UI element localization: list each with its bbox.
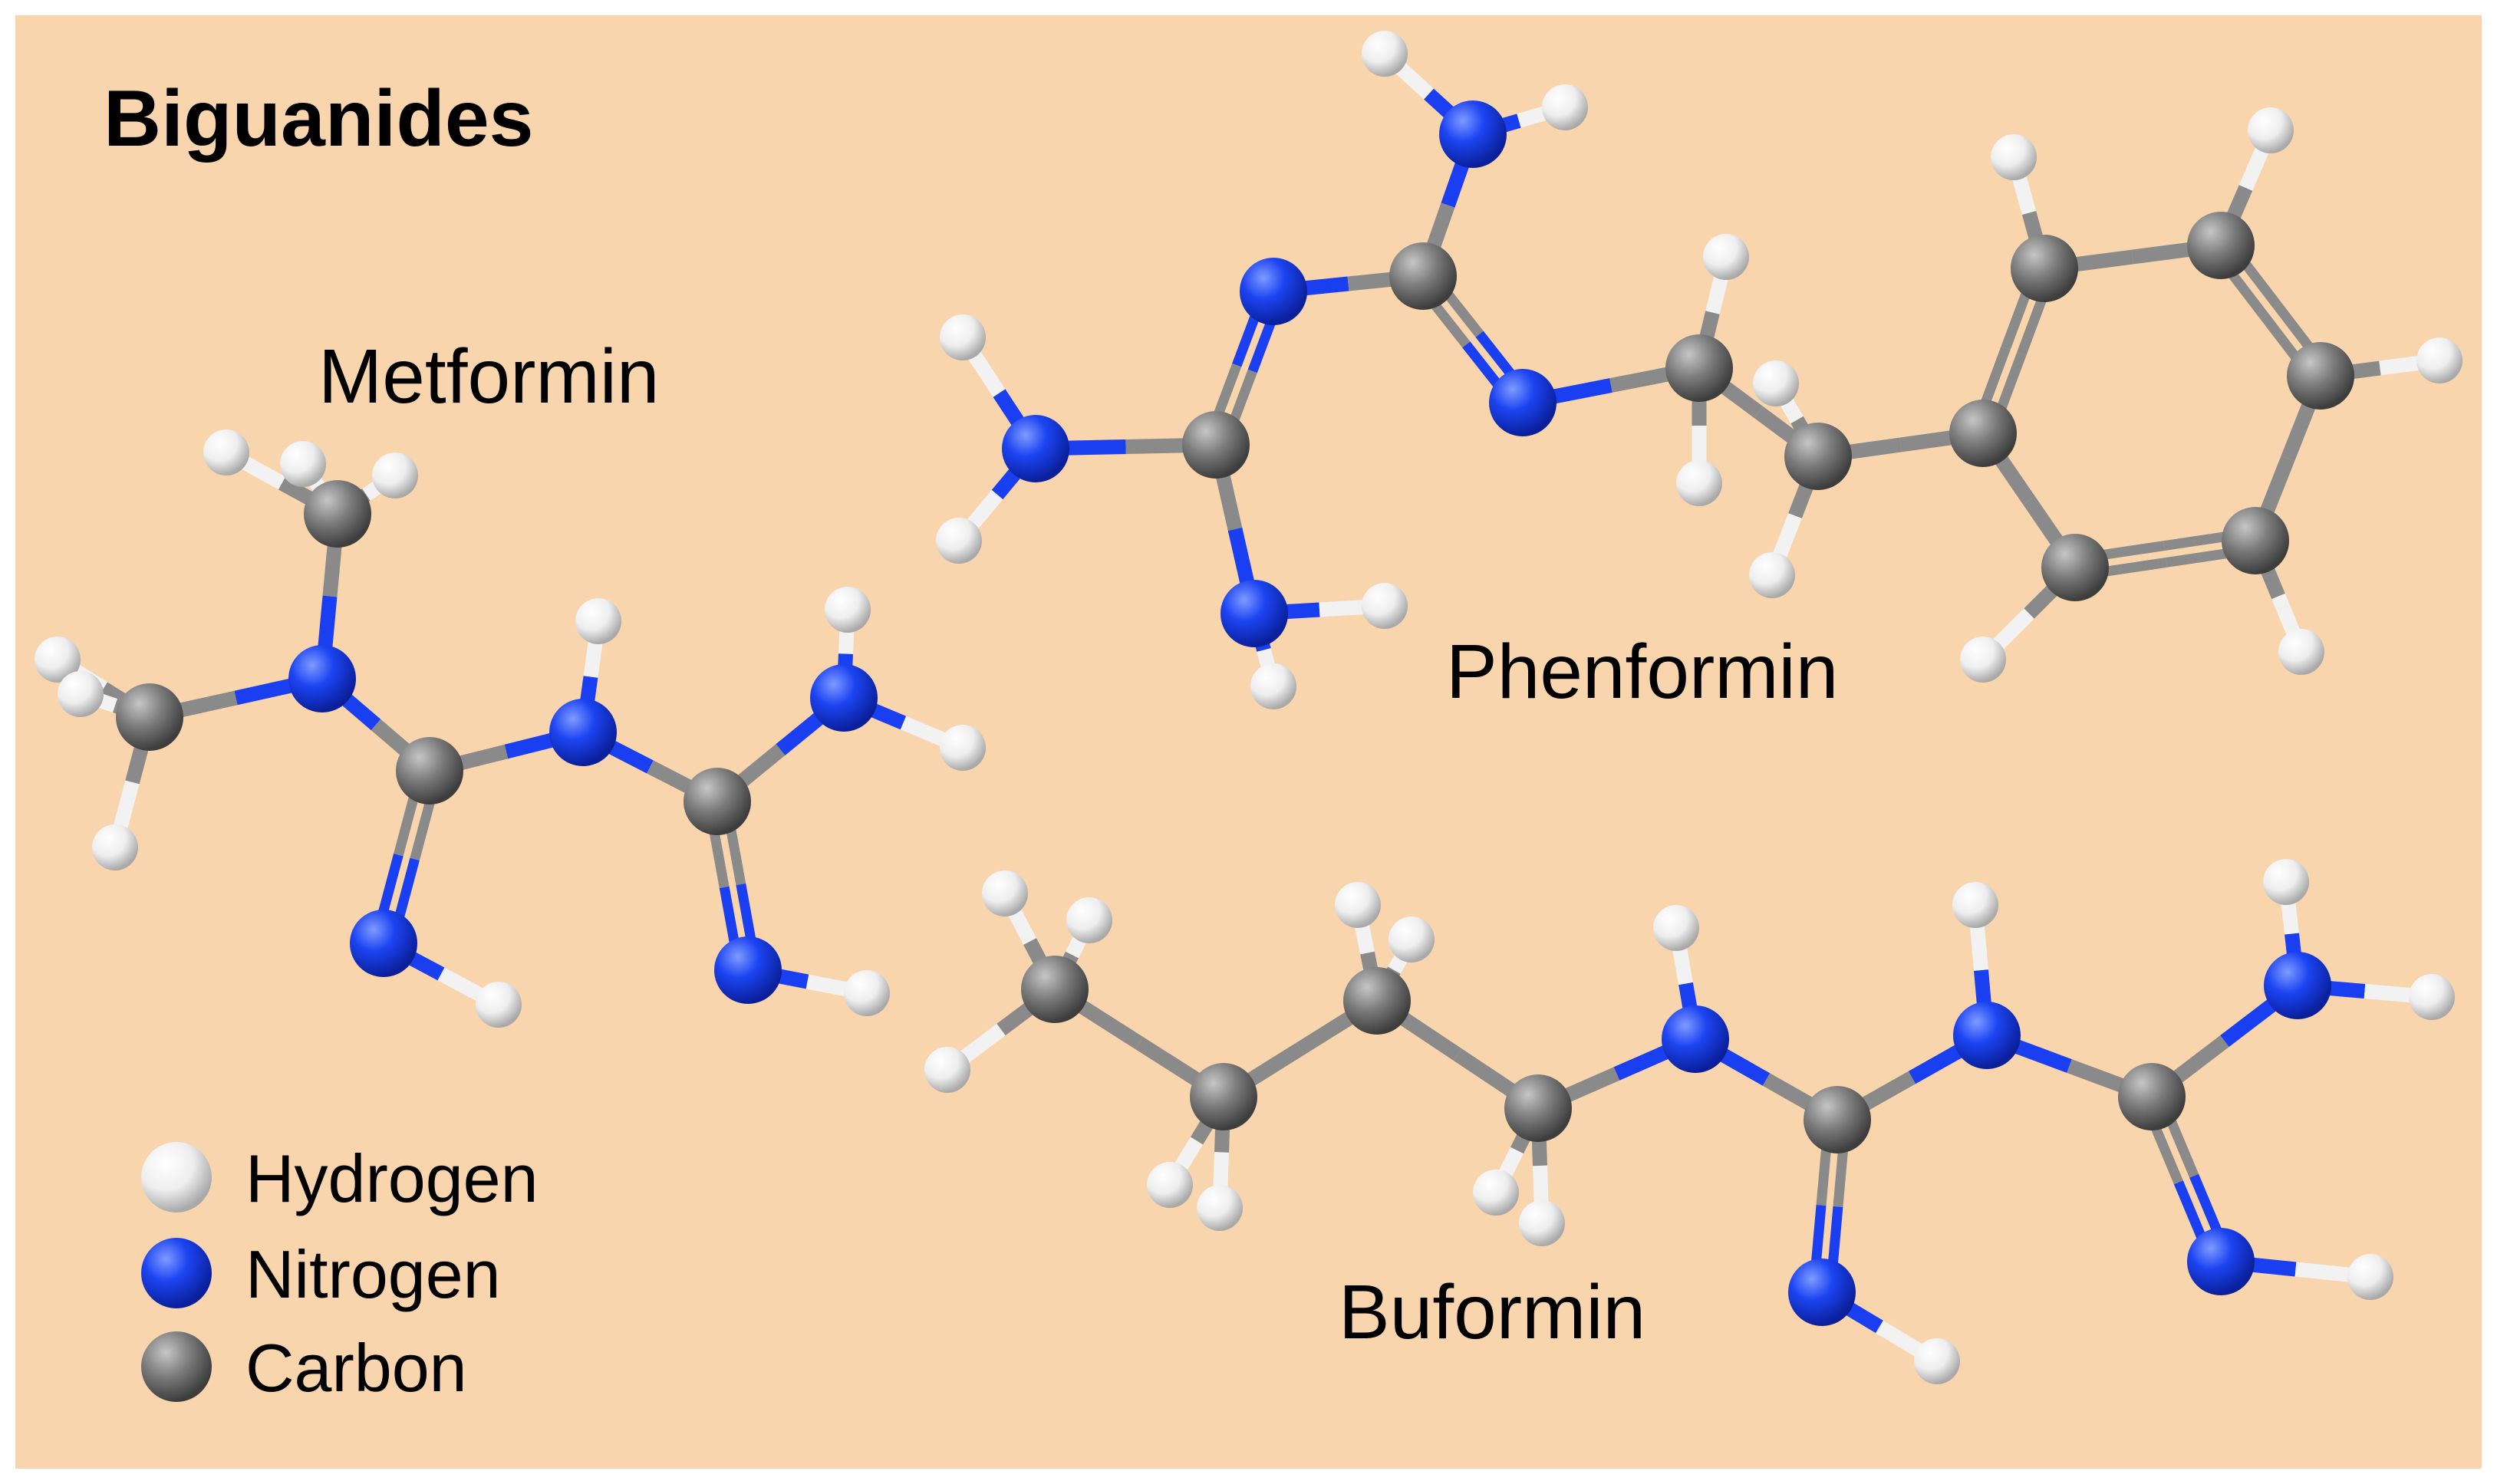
hydrogen-atom [2248, 107, 2294, 153]
hydrogen-atom [1147, 1162, 1193, 1208]
hydrogen-atom [280, 441, 326, 487]
hydrogen-atom [1250, 663, 1296, 709]
hydrogen-atom [203, 429, 249, 475]
hydrogen-atom [1753, 360, 1799, 406]
phenformin-atoms [936, 31, 2462, 709]
metformin-atoms [35, 429, 986, 1028]
nitrogen-atom [549, 699, 617, 766]
hydrogen-atom [2409, 974, 2455, 1020]
hydrogen-atom [1914, 1338, 1960, 1384]
diagram-title: Biguanides [104, 74, 534, 163]
hydrogen-atom [844, 970, 890, 1016]
carbon-atom [396, 737, 463, 805]
nitrogen-atom [1220, 580, 1288, 647]
hydrogen-atom [372, 452, 418, 499]
hydrogen-atom [1197, 1185, 1243, 1231]
nitrogen-atom [714, 936, 782, 1004]
carbon-atom [2041, 534, 2109, 601]
hydrogen-atom [1519, 1200, 1565, 1246]
hydrogen-atom [1653, 905, 1699, 951]
molecule-name-phenformin: Phenformin [1446, 629, 1838, 715]
hydrogen-atom [1960, 637, 2006, 683]
legend-hydrogen-swatch [141, 1142, 212, 1213]
carbon-atom [304, 480, 371, 548]
carbon-atom [1343, 967, 1411, 1035]
hydrogen-atom [1542, 84, 1588, 130]
hydrogen-atom [1389, 916, 1435, 962]
carbon-atom [1504, 1074, 1572, 1142]
hydrogen-atom [940, 725, 986, 771]
hydrogen-atom [1066, 897, 1112, 943]
hydrogen-atom [2416, 337, 2462, 383]
carbon-atom [1190, 1063, 1257, 1130]
nitrogen-atom [1439, 100, 1507, 168]
hydrogen-atom [825, 587, 871, 633]
molecule-name-metformin: Metformin [318, 334, 660, 420]
hydrogen-atom [1703, 234, 1749, 280]
nitrogen-atom [288, 645, 356, 712]
carbon-atom [684, 768, 751, 835]
hydrogen-atom [982, 870, 1028, 916]
legend-nitrogen-swatch [141, 1238, 212, 1308]
hydrogen-atom [1473, 1170, 1519, 1216]
carbon-atom [2187, 212, 2255, 279]
legend-nitrogen-label: Nitrogen [245, 1236, 501, 1312]
nitrogen-atom [1002, 415, 1069, 482]
nitrogen-atom [1240, 258, 1307, 325]
carbon-atom [1389, 242, 1457, 310]
nitrogen-atom [1489, 369, 1557, 436]
hydrogen-atom [1335, 882, 1381, 928]
carbon-atom [2222, 507, 2289, 574]
hydrogen-atom [1991, 134, 2037, 180]
hydrogen-atom [58, 671, 104, 717]
hydrogen-atom [575, 598, 621, 644]
carbon-atom [2118, 1063, 2186, 1130]
carbon-atom [1949, 400, 2017, 467]
hydrogen-atom [1362, 583, 1408, 629]
hydrogen-atom [940, 314, 986, 360]
nitrogen-atom [1953, 1002, 2021, 1069]
hydrogen-atom [2263, 859, 2309, 905]
carbon-atom [1665, 334, 1733, 402]
hydrogen-atom [2278, 629, 2324, 675]
hydrogen-atom [2347, 1254, 2393, 1300]
carbon-atom [2287, 342, 2354, 410]
hydrogen-atom [476, 982, 522, 1028]
legend-hydrogen-label: Hydrogen [245, 1140, 539, 1216]
nitrogen-atom [2187, 1228, 2255, 1295]
hydrogen-atom [1676, 460, 1722, 506]
legend-carbon-swatch [141, 1331, 212, 1402]
carbon-atom [1784, 423, 1852, 490]
nitrogen-atom [1662, 1005, 1729, 1073]
hydrogen-atom [35, 637, 81, 683]
hydrogen-atom [1362, 31, 1408, 77]
hydrogen-atom [924, 1047, 970, 1093]
molecule-name-buformin: Buformin [1339, 1269, 1645, 1355]
hydrogen-atom [92, 824, 138, 870]
nitrogen-atom [350, 910, 417, 977]
hydrogen-atom [1952, 882, 1998, 928]
legend-carbon-label: Carbon [245, 1330, 467, 1406]
nitrogen-atom [810, 664, 878, 732]
hydrogen-atom [1749, 552, 1795, 598]
atoms-layer [35, 31, 2462, 1384]
legend: Hydrogen Nitrogen Carbon [141, 1140, 539, 1406]
nitrogen-atom [1788, 1259, 1856, 1326]
carbon-atom [1804, 1086, 1871, 1153]
carbon-atom [116, 683, 183, 751]
carbon-atom [2011, 235, 2078, 302]
nitrogen-atom [2264, 952, 2331, 1019]
buformin-atoms [924, 859, 2455, 1384]
hydrogen-atom [936, 518, 982, 564]
carbon-atom [1021, 956, 1089, 1023]
carbon-atom [1182, 411, 1250, 479]
